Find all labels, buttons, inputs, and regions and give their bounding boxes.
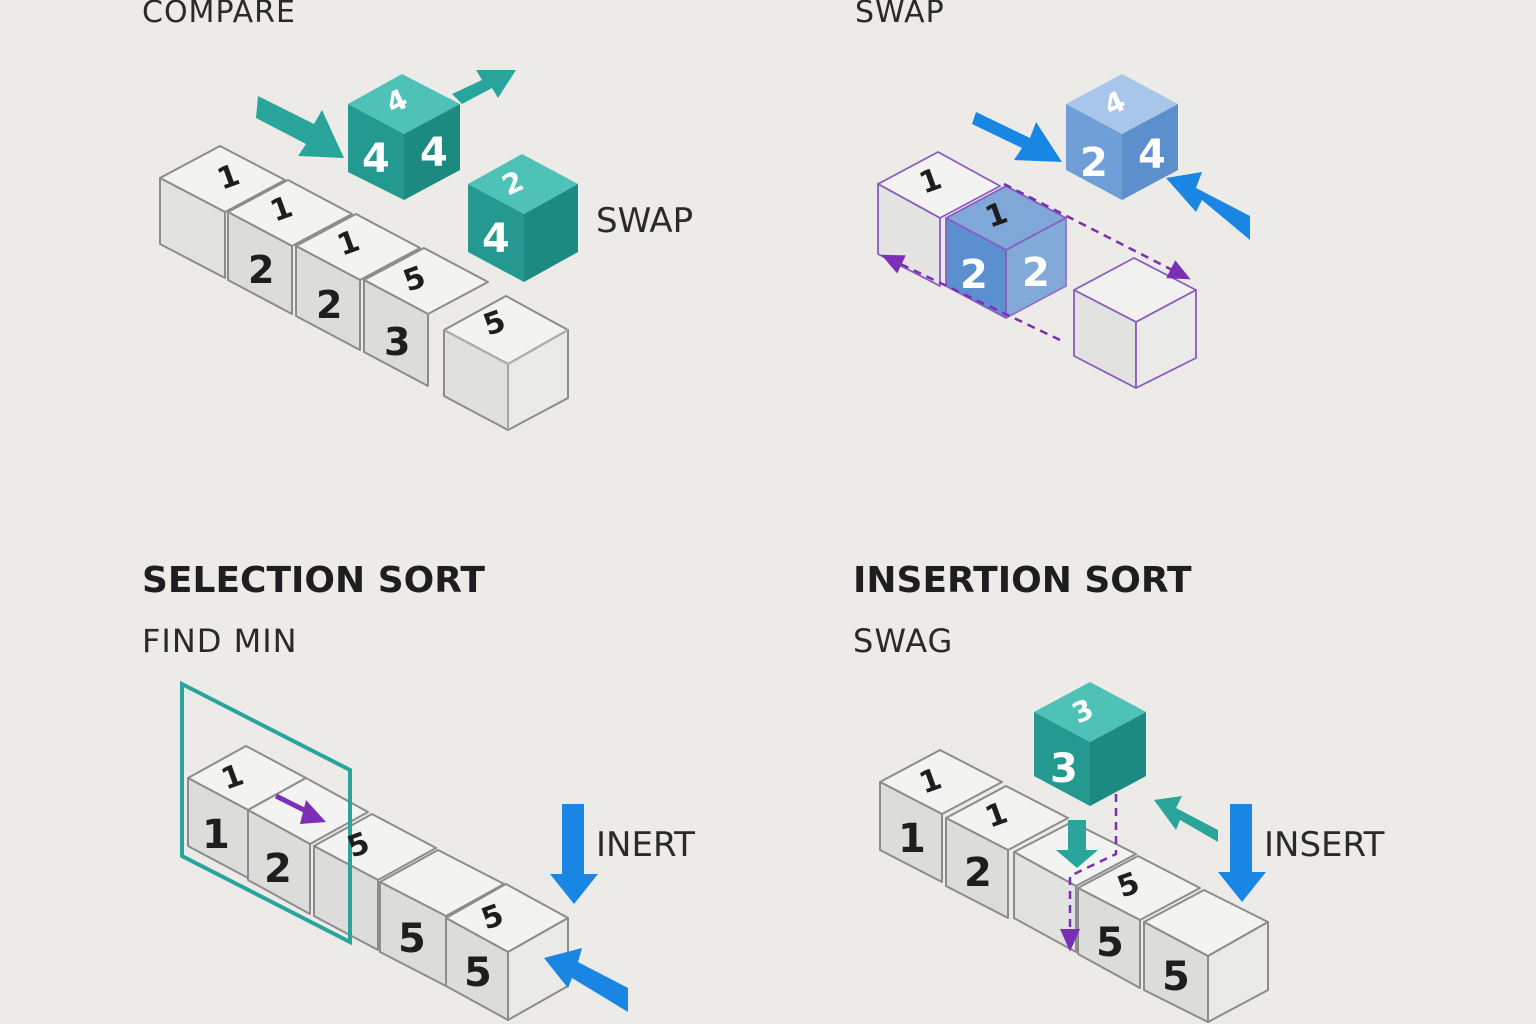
glass-cube [443, 295, 569, 431]
glass-cube [363, 247, 489, 387]
purple-dashed-path [881, 182, 1191, 342]
blue-arrow-icon [1166, 172, 1250, 240]
blue-arrow-icon [544, 948, 628, 1012]
digit: 1 [898, 816, 926, 862]
blue-down-arrow-icon [1218, 804, 1266, 902]
purple-arrow-icon [274, 793, 326, 824]
teal-arrow-out-icon [452, 70, 516, 104]
cube-left-digit: 4 [482, 216, 510, 262]
digit: 5 [1162, 954, 1190, 1000]
cube-left-digit: 4 [362, 136, 390, 182]
panel-top-left: COMPARE [142, 0, 693, 431]
teal-down-arrow-icon [1056, 820, 1098, 868]
digit: 5 [398, 916, 426, 962]
label-inert: INERT [596, 825, 695, 865]
panel-top-right: SWAP 1 1 2 2 [855, 0, 1250, 389]
title-selection-sort: SELECTION SORT [142, 560, 485, 601]
panel-bottom-right: INSERTION SORT SWAG [853, 560, 1385, 1023]
glass-cube [313, 813, 437, 951]
glass-cube [445, 883, 569, 1021]
selection-frame [180, 680, 352, 946]
glass-cube [159, 145, 286, 279]
cube-right-digit: 4 [420, 130, 448, 176]
blue-arrow-icon [972, 112, 1062, 162]
teal-cube [348, 74, 460, 200]
glass-cube [227, 179, 353, 315]
blue-down-arrow-icon [550, 804, 598, 904]
digit: 5 [464, 950, 492, 996]
teal-arrow-icon [1154, 796, 1218, 842]
cube-left-digit: 2 [1080, 140, 1108, 186]
digit: 2 [960, 252, 988, 298]
digit: 5 [1096, 920, 1124, 966]
teal-arrow-icon [256, 96, 344, 158]
glass-cube-highlighted [945, 185, 1067, 319]
purple-dashed-path [1060, 794, 1118, 952]
digit: 3 [384, 320, 410, 364]
glass-cube [1143, 889, 1269, 1023]
digit: 2 [248, 248, 274, 292]
glass-cube [945, 785, 1069, 919]
ghost-blue-cube [1066, 74, 1178, 200]
subtitle-find-min: FIND MIN [142, 622, 298, 660]
title-insertion-sort: INSERTION SORT [853, 560, 1192, 601]
glass-cube [1073, 257, 1197, 389]
subtitle-swap: SWAP [855, 0, 945, 30]
panel-bottom-left: SELECTION SORT FIND MIN [142, 560, 695, 1021]
glass-cube [879, 749, 1003, 883]
subtitle-swag: SWAG [853, 622, 953, 660]
cube-row [159, 145, 569, 431]
label-insert: INSERT [1264, 825, 1385, 865]
teal-cube [1034, 682, 1146, 806]
teal-cube [468, 154, 578, 282]
glass-cube [295, 213, 421, 351]
label-swap: SWAP [596, 201, 693, 241]
digit: 1 [202, 812, 230, 858]
subtitle-compare: COMPARE [142, 0, 296, 30]
digit: 2 [264, 846, 292, 892]
digit: 2 [316, 283, 342, 327]
digit: 2 [1022, 250, 1050, 296]
cube-right-digit: 4 [1138, 132, 1166, 178]
digit: 2 [964, 850, 992, 896]
cube-left-digit: 3 [1050, 746, 1078, 792]
